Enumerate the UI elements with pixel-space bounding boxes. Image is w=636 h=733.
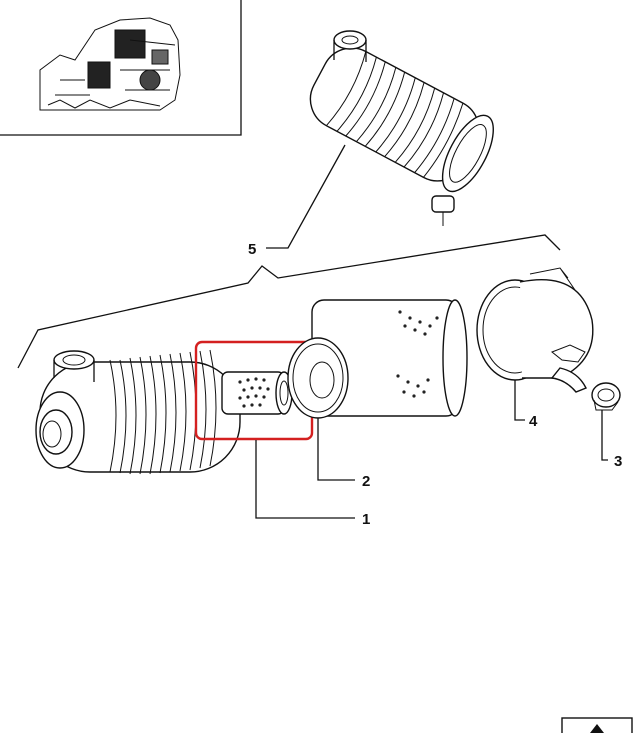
housing-cover bbox=[476, 267, 594, 393]
safety-filter-element bbox=[221, 371, 293, 415]
arrow-up-icon bbox=[590, 724, 604, 733]
nav-arrow-button[interactable] bbox=[561, 717, 633, 733]
air-filter-assembly-icon bbox=[309, 30, 494, 226]
callout-1-label: 1 bbox=[362, 511, 370, 528]
engine-inset-icon bbox=[39, 17, 181, 111]
air-cleaner-housing bbox=[35, 349, 241, 475]
dust-valve bbox=[591, 382, 621, 411]
primary-filter-element bbox=[287, 299, 468, 419]
callout-2-label: 2 bbox=[362, 473, 370, 490]
callout-3-label: 3 bbox=[614, 453, 622, 470]
engine-inset bbox=[0, 0, 242, 136]
callout-4-label: 4 bbox=[529, 413, 538, 430]
callout-5-label: 5 bbox=[248, 241, 256, 258]
